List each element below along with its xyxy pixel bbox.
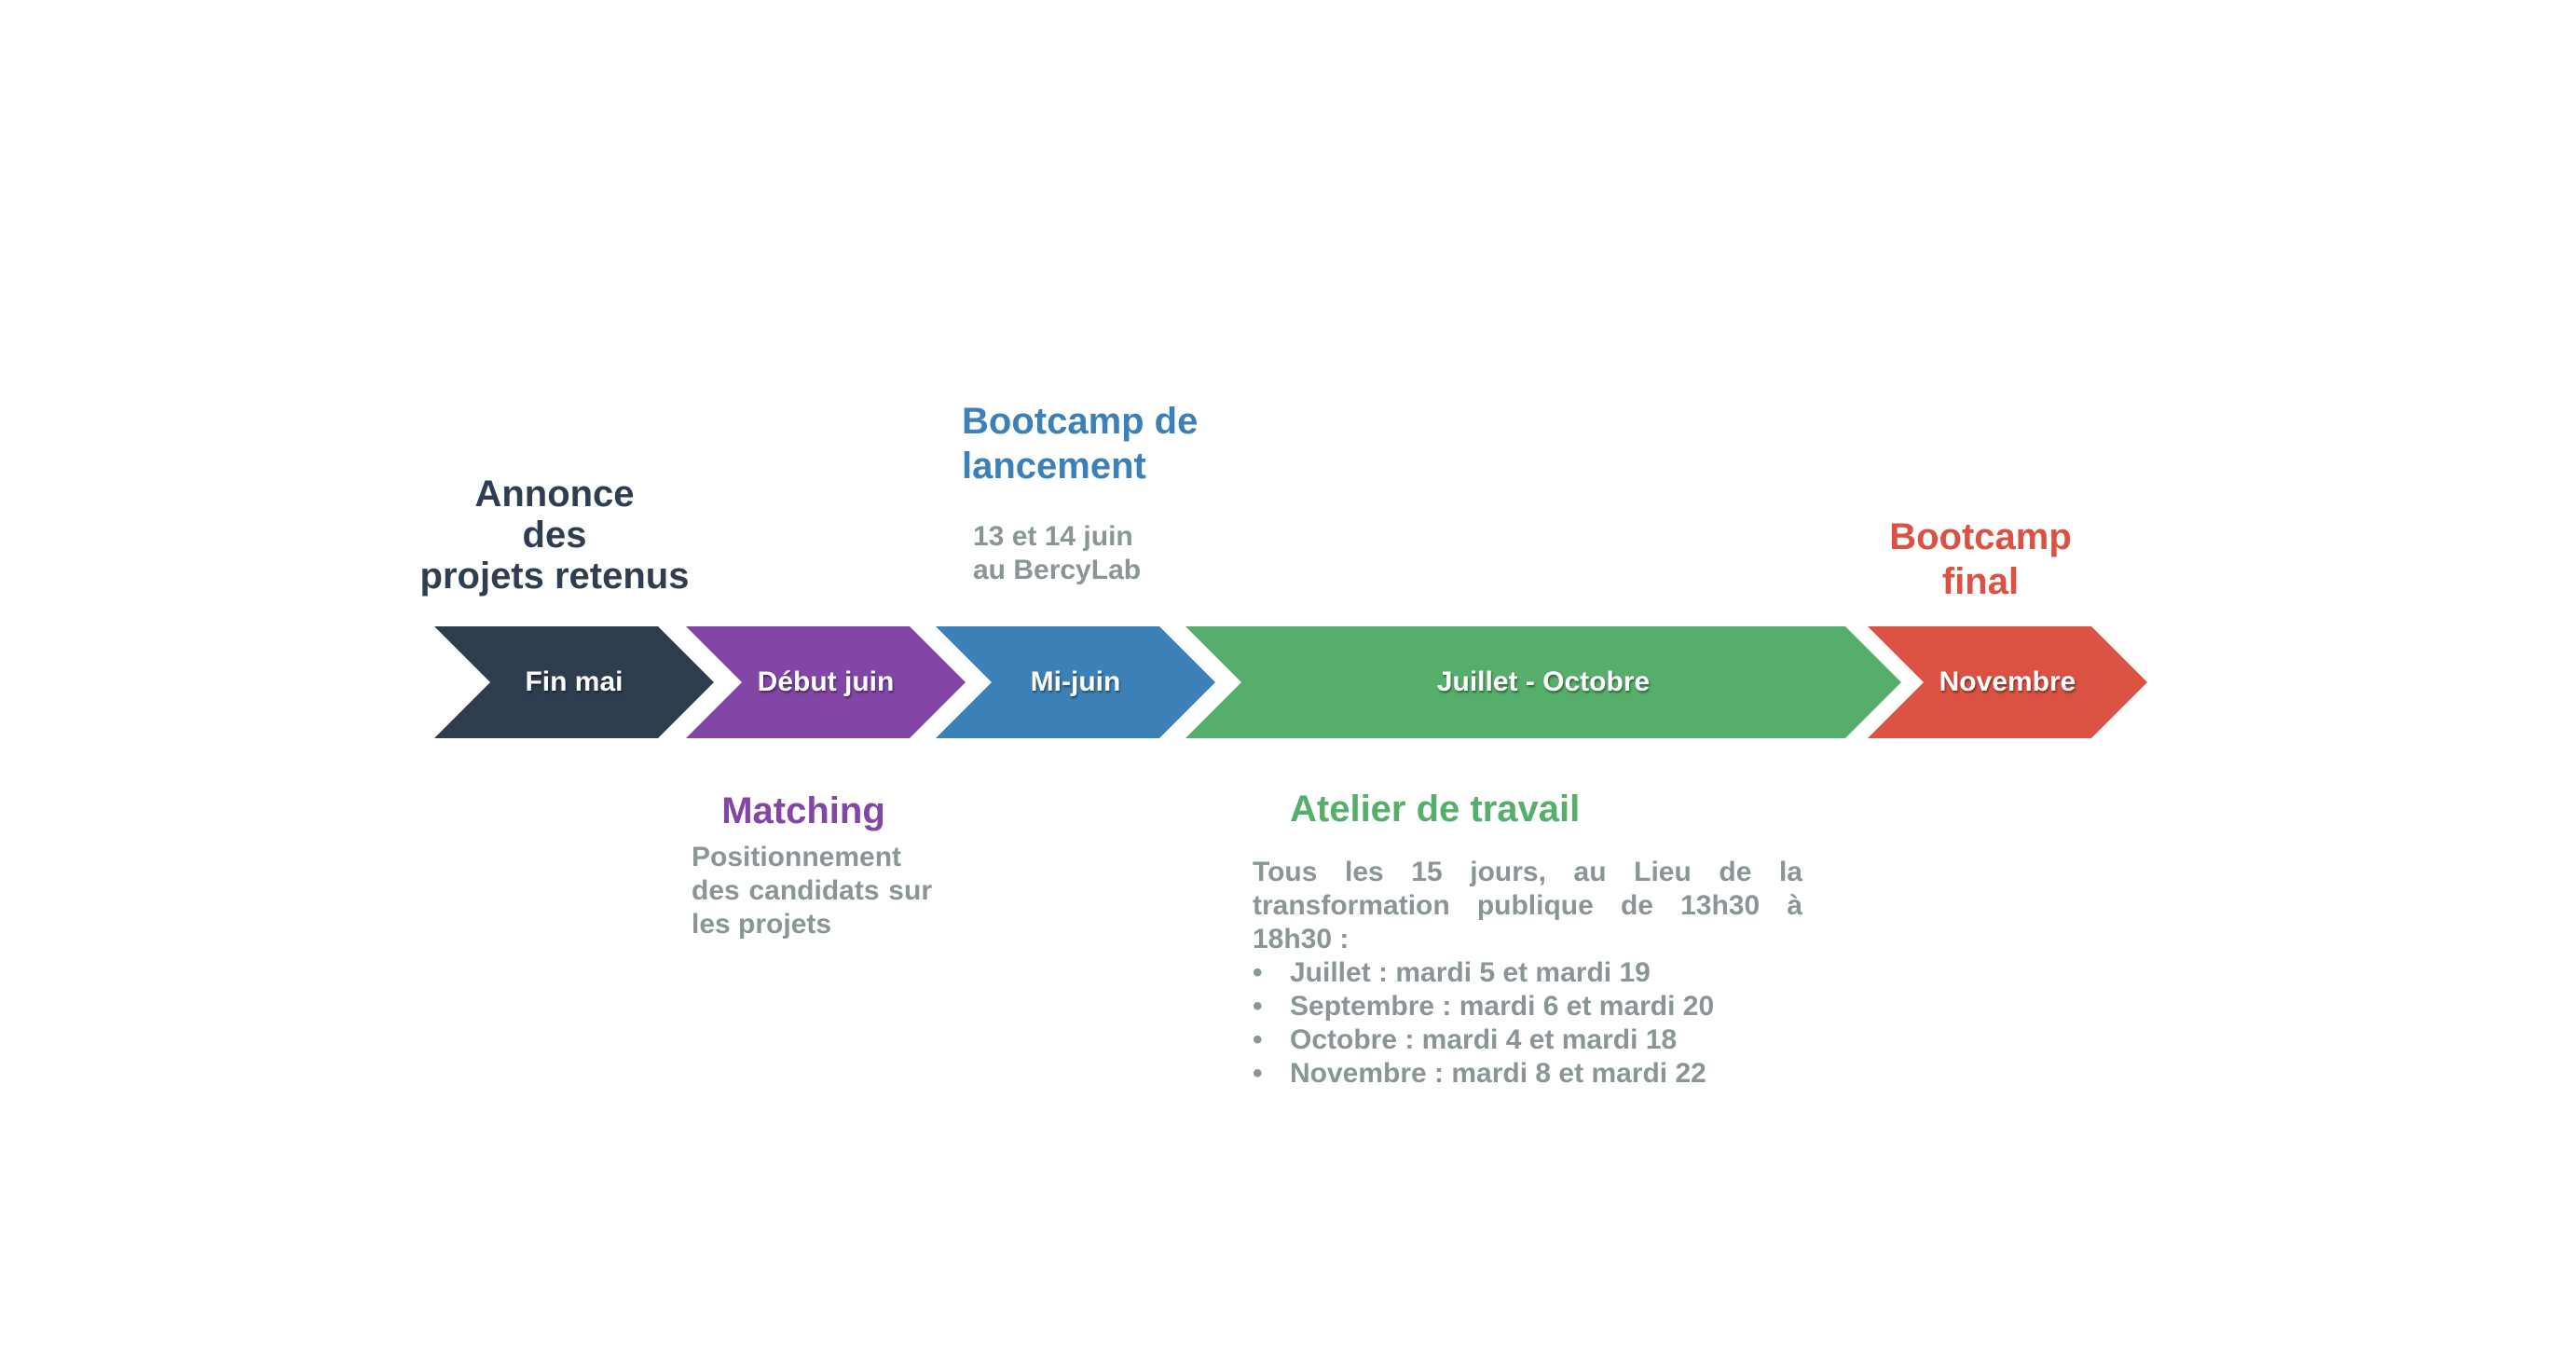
matching-detail: Positionnement des candidats sur les pro… <box>692 842 932 940</box>
matching-title: Matching <box>721 790 885 831</box>
annonce-line-3: projets retenus <box>419 556 690 597</box>
atelier-body: Tous les 15 jours, au Lieu de la transfo… <box>1253 856 1802 1091</box>
chevron-fin-mai <box>434 626 714 738</box>
bootcamp-lancement-detail-line-1: 13 et 14 juin <box>973 521 1133 552</box>
atelier-intro: Tous les 15 jours, au Lieu de la transfo… <box>1253 857 1802 954</box>
chevron-novembre <box>1868 626 2147 738</box>
atelier-date-item: Juillet : mardi 5 et mardi 19 <box>1253 956 1802 990</box>
chevron-label-debut-juin: Début juin <box>757 666 895 697</box>
atelier-date-list: Juillet : mardi 5 et mardi 19 Septembre … <box>1253 956 1802 1091</box>
atelier-title: Atelier de travail <box>1290 789 1581 830</box>
bootcamp-final-heading: Bootcamp final <box>1864 515 2097 604</box>
chevron-mi-juin <box>936 626 1215 738</box>
chevron-label-juillet-octobre: Juillet - Octobre <box>1436 666 1651 697</box>
annonce-heading: Annonce des projets retenus <box>410 474 699 597</box>
atelier-date-item: Novembre : mardi 8 et mardi 22 <box>1253 1057 1802 1091</box>
atelier-date-item: Septembre : mardi 6 et mardi 20 <box>1253 990 1802 1023</box>
chevron-juillet-octobre <box>1185 626 1901 738</box>
bootcamp-lancement-heading: Bootcamp de lancement <box>962 399 1316 488</box>
bootcamp-lancement-line-2: lancement <box>962 446 1146 487</box>
bootcamp-lancement-detail: 13 et 14 juin au BercyLab <box>973 520 1271 587</box>
atelier-date-item: Octobre : mardi 4 et mardi 18 <box>1253 1023 1802 1057</box>
chevron-label-novembre: Novembre <box>1939 666 2076 697</box>
bootcamp-final-line-2: final <box>1941 561 2020 602</box>
chevron-debut-juin <box>686 626 966 738</box>
annonce-line-1: Annonce <box>474 474 635 515</box>
bootcamp-final-line-1: Bootcamp <box>1889 516 2072 557</box>
chevron-label-mi-juin: Mi-juin <box>1030 666 1121 697</box>
chevron-label-fin-mai: Fin mai <box>525 666 623 697</box>
bootcamp-lancement-detail-line-2: au BercyLab <box>973 555 1142 585</box>
bootcamp-lancement-line-1: Bootcamp de <box>962 401 1199 442</box>
annonce-line-2: des <box>522 515 587 556</box>
